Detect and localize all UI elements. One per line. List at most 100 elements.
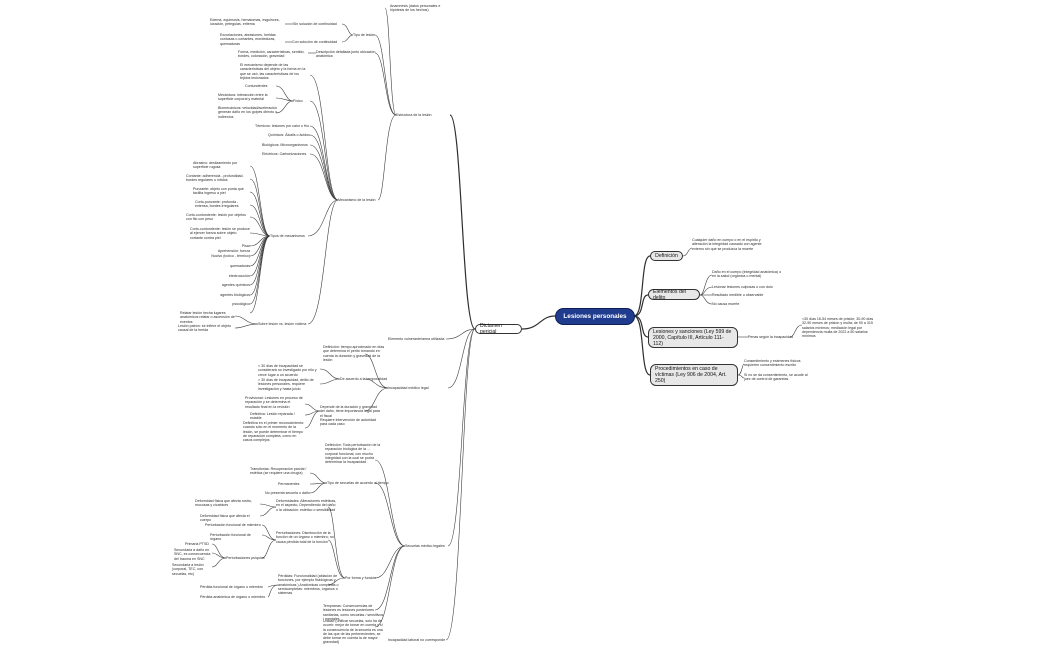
forma-funcion-label[interactable]: Por forma y función: [345, 576, 377, 580]
descripcion-label[interactable]: Descripción detallada junto ubicación an…: [316, 50, 376, 59]
edge-tm-12: [249, 235, 271, 296]
root-node[interactable]: Lesiones personales: [555, 308, 635, 325]
edge-dictamen: [521, 315, 556, 330]
tm-agentes-quimicos: agentes químicos: [221, 283, 250, 287]
perdida-item-1: Pérdida funcional de órgano o miembro: [200, 585, 263, 589]
tm-aprehension: Aprehensión: fuerza: [217, 249, 250, 253]
edge-incapacidad: [447, 328, 476, 389]
tm-psicologico: psicológico: [232, 302, 250, 306]
incapacidad-label[interactable]: Incapacidad médico legal: [388, 386, 429, 390]
sobre-item-1: Relatar lesión hecha lugares anatómicos …: [180, 311, 235, 324]
tipos-mecanismo-label[interactable]: Tipos de mecanismos: [270, 234, 305, 238]
secuelas-bottom-2: Unidad (unificar secuelas, solo ha de oc…: [323, 619, 383, 645]
edge-agente-3: [309, 144, 339, 201]
con-solucion-text: Excoriaciones, abrasiones, heridas contu…: [220, 33, 276, 46]
sin-solucion-label[interactable]: Sin solución de continuidad: [293, 22, 337, 26]
edge-mec-intro: [309, 74, 339, 201]
tm-corto-contundente-2: Corto-contundente: lesión se produce al …: [190, 227, 250, 240]
psiquica-item-1: Primaria PTSD: [185, 542, 209, 546]
elementos-item-2: Lesionar lesiones culposas o con dolo: [712, 285, 773, 289]
anamnesis-text: Anamnesis (datos personales e hipótesis …: [390, 4, 441, 13]
secuelas-label[interactable]: Secuelas médico legales: [405, 544, 445, 548]
edge-per-2: [261, 534, 277, 541]
depende-item-2: Definitiva: Lesión reparada / estable: [250, 412, 295, 421]
edge-sec-bot-2: [374, 545, 406, 628]
ley-sub: Penas según la incapacidad: [748, 335, 793, 339]
edge-tm-14: [249, 235, 271, 314]
edge-tipo-3: [309, 482, 328, 494]
estructura-label[interactable]: Estructura de la lesión: [396, 113, 432, 117]
ley-text: <30 días 16-54 meses de prisión; 30-90 d…: [802, 317, 874, 339]
tm-corto-punzante: Corto-punzante: profunda - extensa, bord…: [195, 200, 239, 209]
edge-fis-1: [275, 85, 294, 102]
edge-dep-3: [304, 410, 321, 429]
edge-tm-4: [249, 204, 271, 237]
perturbaciones-label[interactable]: Perturbaciones: Disminución de la funció…: [276, 531, 334, 544]
perturbacion-item-1: Perturbación funcional de miembro: [205, 523, 261, 527]
edge-sec-tipo: [374, 482, 406, 547]
edge-sec-def: [374, 459, 406, 547]
edge-fis-2: [275, 97, 294, 102]
tipo-lesion-label[interactable]: Tipo de lesión: [353, 33, 376, 37]
edge-inc-laboral: [445, 328, 476, 641]
branch-ley[interactable]: Lesiones y sanciones (Ley 599 de 2000, C…: [648, 327, 738, 348]
edge-dep-1: [304, 403, 321, 412]
branch-dictamen[interactable]: Dictamen pericial: [475, 323, 522, 335]
con-solucion-label[interactable]: Con solución de continuidad: [292, 40, 338, 44]
edge-anamnesis: [384, 7, 397, 116]
edge-psiq: [261, 539, 277, 559]
edge-sec-forma: [374, 545, 406, 579]
sobre-lesion-label[interactable]: Sobre lesión vs. lesión víctima: [258, 322, 307, 326]
branch-definicion[interactable]: Definición: [650, 251, 683, 261]
edge-def-2: [259, 506, 277, 517]
deformidad-item-2: Deformidad física que afecta el cuerpo: [200, 514, 250, 523]
secuelas-tipo-label[interactable]: Tipo de secuelas de acuerdo al tiempo: [327, 481, 389, 485]
edge-proc-1: [737, 363, 745, 376]
vulnerante-label[interactable]: Elemento vulnerante/arma utilizada: [388, 337, 445, 341]
elementos-item-3: Resultado medible u observable: [712, 293, 764, 297]
edge-perd-2: [267, 584, 279, 598]
depende-label[interactable]: Depende de la duración y gravedad del da…: [320, 405, 380, 418]
psiquica-item-3: Secundaria a lesión (corporal, TEC, con …: [172, 563, 204, 576]
edge-sobre-2: [234, 323, 259, 329]
edge-secuelas: [447, 328, 476, 547]
fisico-label[interactable]: Físico: [293, 99, 303, 103]
edge-tm-6: [249, 232, 271, 237]
fisico-item-1: Contundentes: [245, 84, 268, 88]
edge-tm-2: [249, 178, 271, 237]
deformidad-label[interactable]: Deformidades: Alteraciones estéticas, en…: [276, 499, 337, 512]
perdida-label[interactable]: Pérdidas: Funcionalidad (ablación de fun…: [278, 574, 339, 596]
sobre-item-2: Lesión patrón: se infiere el objeto caus…: [178, 324, 231, 333]
edge-tm-11: [249, 235, 271, 286]
branch-elementos[interactable]: Elementos del delito: [648, 289, 700, 301]
tm-corto-contundente-1: Corto-contundente: lesión por objetos co…: [186, 213, 246, 222]
edge-tipo: [374, 34, 397, 116]
edge-tm-5: [249, 216, 271, 237]
depende-extra: Requiere intervención de autoridad para …: [320, 418, 376, 427]
fisico-item-3: Biomecánicos: velocidad/aceleración gene…: [218, 106, 278, 119]
incapacidad-laboral-label[interactable]: Incapacidad laboral no corresponde: [388, 638, 446, 642]
edge-sec-bot-1: [374, 545, 406, 611]
branch-procedimientos[interactable]: Procedimientos en caso de víctimas (Ley …: [650, 364, 738, 386]
descripcion-text: Forma, medición, características, sentid…: [238, 50, 305, 59]
agente-biologico: Biológicos: Microorganismos: [262, 143, 308, 147]
edge-def-1: [259, 503, 277, 508]
mecanismo-intro: El mecanismo depende de las característi…: [240, 63, 306, 80]
secuelas-tipo-item-1: Transitorias: Recuperación parcial / est…: [250, 467, 307, 476]
edge-fisico: [309, 100, 339, 201]
psiquica-label[interactable]: Perturbaciones psíquica: [226, 556, 265, 560]
tm-contante: Contante: adherencia - profundidad, bord…: [186, 174, 244, 183]
temporalidad-label[interactable]: De acuerdo a la temporalidad: [340, 377, 388, 381]
temporalidad-item-2: > 30 días de incapacidad, delito de lesi…: [258, 378, 314, 391]
proc-item-2: Si no se da consentimiento, se acude al …: [744, 373, 808, 382]
tm-electrocucion: electrocución: [228, 274, 250, 278]
tm-agentes-biologicos: agentes biológicos: [220, 293, 250, 297]
sin-solucion-text: Edema, equimosis, hematomas, esguinces, …: [210, 18, 280, 27]
mecanismo-label[interactable]: Mecanismo de la lesión: [338, 198, 376, 202]
secuelas-tipo-item-2: Permanentes: [278, 482, 300, 486]
edge-tm-3: [249, 191, 271, 237]
tm-nocivo: Nocivo (toxico - térmico): [211, 254, 250, 258]
psiquica-item-2: Secundaria a daño en SNC, es consecuenci…: [174, 548, 211, 561]
